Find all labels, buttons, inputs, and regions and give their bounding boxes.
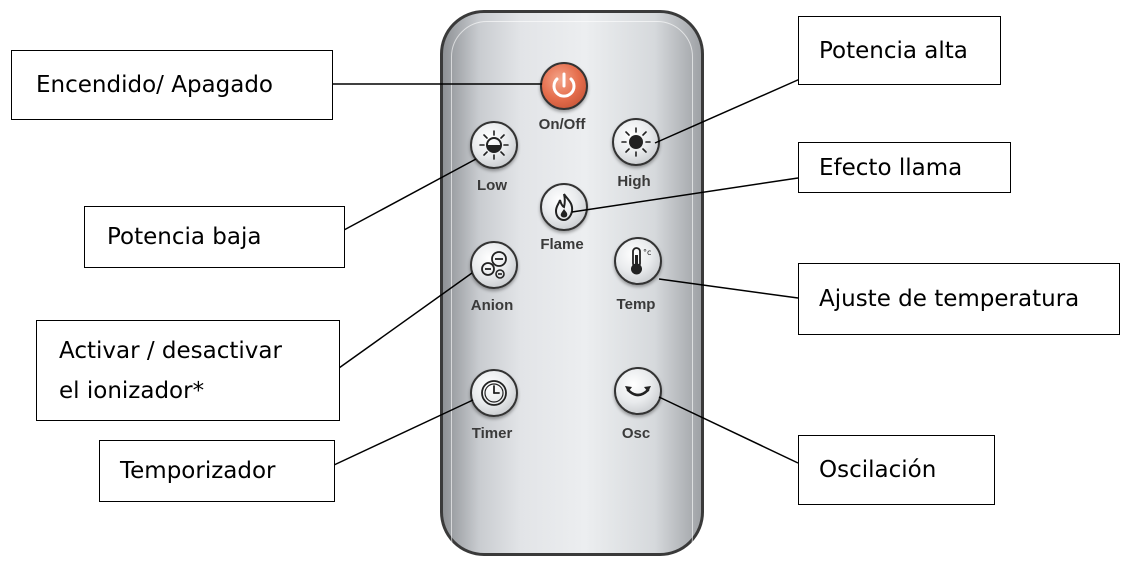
leader-line-temporizador — [333, 399, 474, 466]
callout-potencia-baja-text: Potencia baja — [107, 224, 262, 250]
callout-ajuste-temperatura: Ajuste de temperatura — [798, 263, 1120, 335]
callout-efecto-llama-text: Efecto llama — [819, 154, 963, 181]
osc-button-label: Osc — [621, 425, 651, 442]
leader-line-potencia-alta — [654, 78, 801, 144]
callout-potencia-alta-text: Potencia alta — [819, 37, 968, 64]
temp-button[interactable]: °c — [614, 237, 662, 285]
callout-temporizador: Temporizador — [99, 440, 335, 502]
callout-ionizador-line2: el ionizador* — [59, 377, 205, 404]
leader-line-oscilacion — [658, 396, 799, 464]
anion-button-label: Anion — [470, 297, 514, 314]
osc-button[interactable] — [614, 367, 662, 415]
leader-line-potencia-baja — [343, 158, 477, 231]
callout-encendido-text: Encendido/ Apagado — [36, 72, 273, 98]
on-off-button-label: On/Off — [538, 116, 586, 133]
leader-line-efecto-llama — [571, 177, 799, 213]
leader-lines — [332, 78, 801, 466]
on-off-button[interactable] — [540, 62, 588, 110]
power-icon — [552, 72, 576, 98]
flame-button[interactable] — [540, 183, 588, 231]
thermometer-icon: °c — [631, 247, 651, 275]
callout-ionizador-line1: Activar / desactivar — [59, 337, 282, 364]
timer-button[interactable] — [470, 369, 518, 417]
callout-potencia-baja: Potencia baja — [84, 206, 345, 268]
callout-temporizador-text: Temporizador — [120, 458, 276, 484]
callout-ionizador: Activar / desactivar el ionizador* — [36, 320, 340, 421]
flame-icon — [554, 193, 574, 222]
svg-text:°c: °c — [643, 248, 651, 257]
sun-low-icon — [479, 130, 509, 160]
high-button-label: High — [617, 173, 651, 190]
anion-button[interactable] — [470, 241, 518, 289]
callout-ajuste-temperatura-text: Ajuste de temperatura — [819, 286, 1080, 312]
callout-encendido: Encendido/ Apagado — [11, 50, 333, 120]
callout-potencia-alta: Potencia alta — [798, 16, 1001, 85]
callout-oscilacion-text: Oscilación — [819, 457, 937, 483]
callout-efecto-llama: Efecto llama — [798, 142, 1011, 193]
oscillation-icon — [625, 386, 651, 397]
temp-button-label: Temp — [616, 296, 656, 313]
anion-icon — [481, 251, 507, 279]
callout-oscilacion: Oscilación — [798, 435, 995, 505]
low-button-label: Low — [477, 177, 507, 194]
low-button[interactable] — [470, 121, 518, 169]
sun-high-icon — [621, 127, 651, 157]
timer-button-label: Timer — [471, 425, 513, 442]
clock-icon — [481, 380, 507, 406]
leader-line-ajuste-temperatura — [658, 278, 799, 299]
high-button[interactable] — [612, 118, 660, 166]
leader-line-ionizador — [338, 272, 473, 369]
flame-button-label: Flame — [540, 236, 584, 253]
